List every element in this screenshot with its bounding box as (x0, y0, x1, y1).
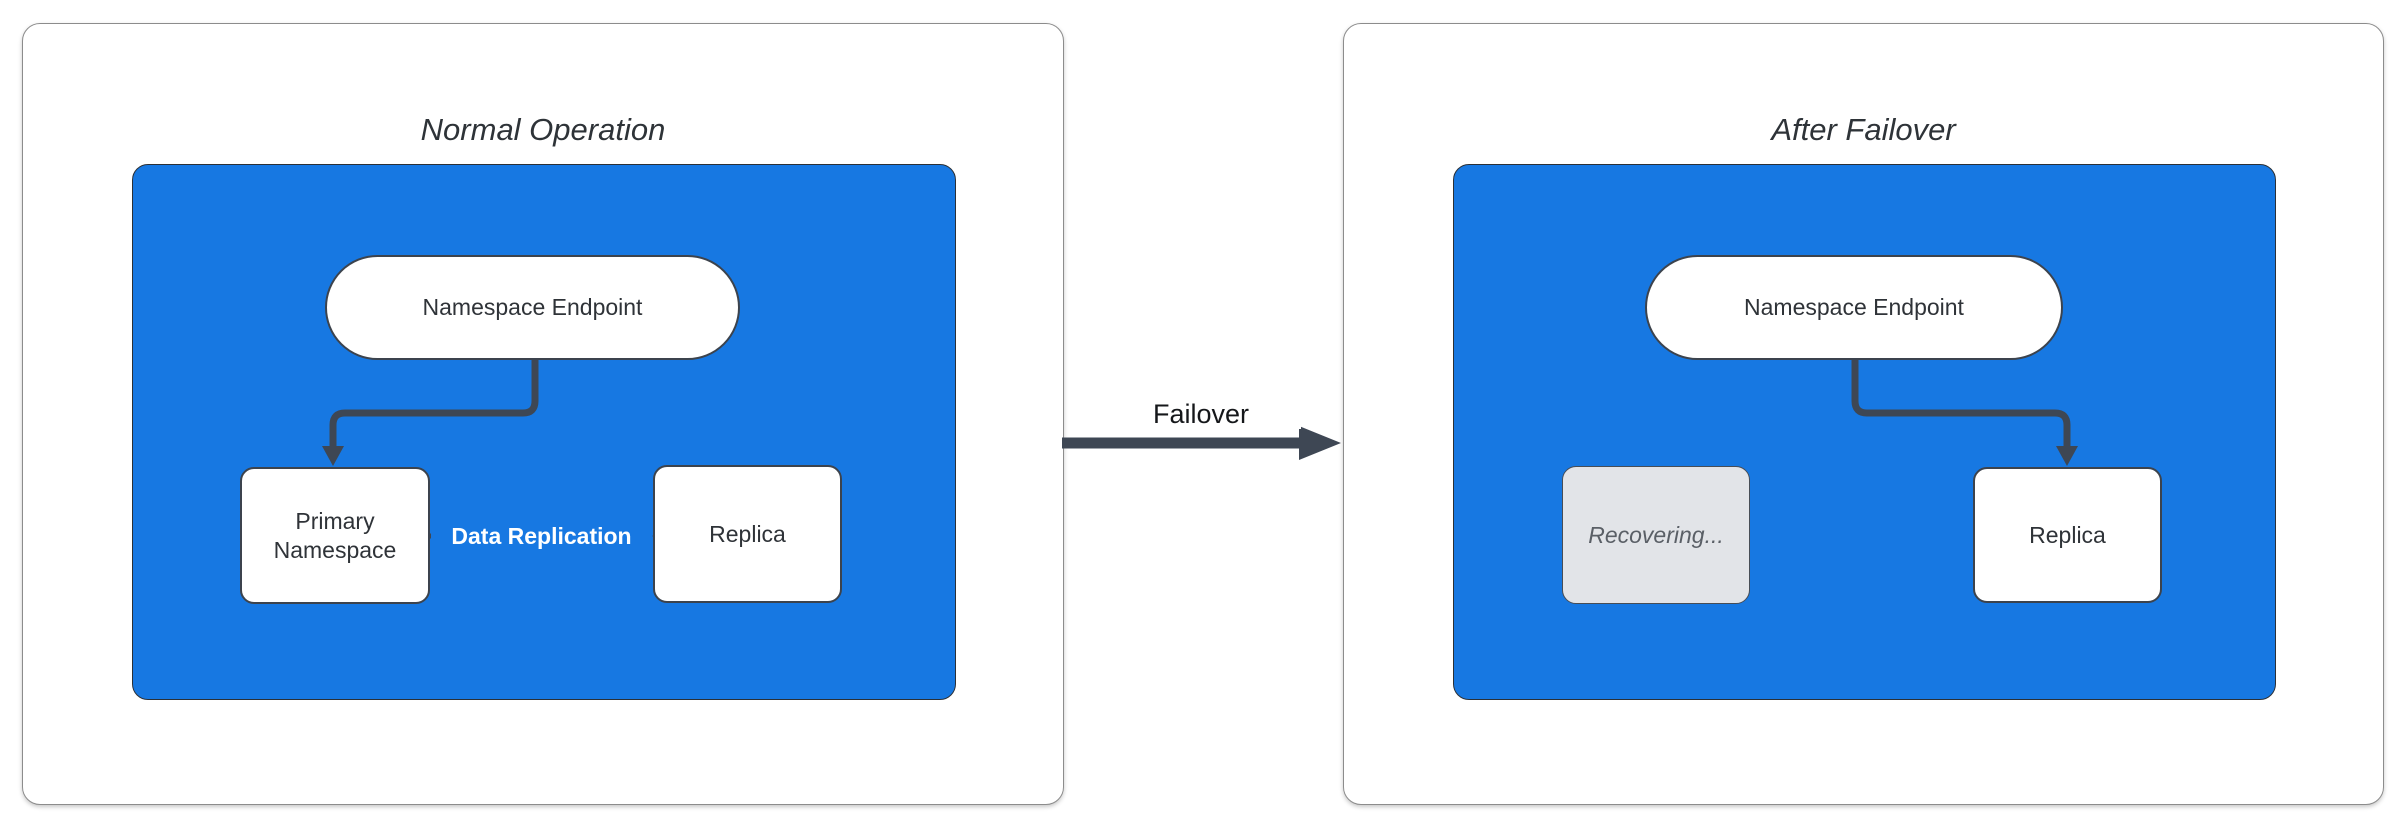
node-namespace-endpoint-left: Namespace Endpoint (325, 255, 740, 360)
node-recovering-label: Recovering... (1588, 521, 1724, 548)
node-replica-left-label: Replica (709, 520, 786, 547)
node-recovering: Recovering... (1562, 466, 1750, 604)
node-primary-namespace: Primary Namespace (240, 467, 430, 604)
failover-arrow-label: Failover (1101, 399, 1301, 429)
node-namespace-endpoint-left-label: Namespace Endpoint (422, 294, 643, 321)
panel-after-failover: After Failover (1343, 23, 2384, 805)
replication-arrow-label: Data Replication (431, 520, 652, 552)
node-primary-namespace-label: Primary Namespace (273, 507, 397, 563)
node-namespace-endpoint-right-label: Namespace Endpoint (1744, 294, 1964, 321)
node-namespace-endpoint-right: Namespace Endpoint (1645, 255, 2063, 360)
cluster-after-failover (1453, 164, 2276, 700)
node-replica-left: Replica (653, 465, 842, 603)
panel-normal-operation: Normal Operation (22, 23, 1064, 805)
arrowhead-failover-icon (1299, 426, 1341, 460)
panel-title-after-failover: After Failover (1771, 112, 1956, 147)
node-replica-right: Replica (1973, 467, 2162, 603)
panel-title-normal-operation: Normal Operation (420, 112, 666, 147)
cluster-normal-operation (132, 164, 956, 700)
node-replica-right-label: Replica (2029, 521, 2106, 548)
